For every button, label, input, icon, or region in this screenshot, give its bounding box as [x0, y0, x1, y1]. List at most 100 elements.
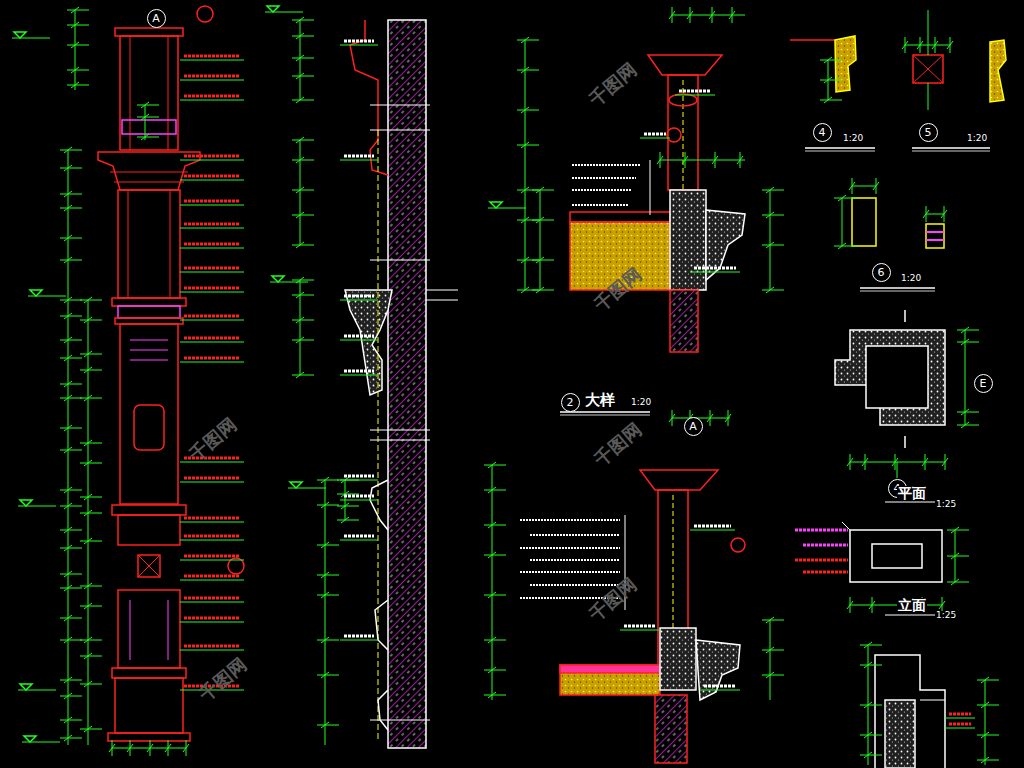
drafting-line	[530, 534, 620, 536]
drafting-line	[168, 740, 169, 756]
scale-text: 1:20	[966, 134, 988, 144]
drafting-line	[67, 45, 89, 46]
drafting-line	[60, 574, 82, 575]
drafting-line	[60, 450, 82, 451]
drafting-line	[60, 696, 82, 697]
drafting-line	[340, 500, 378, 501]
drafting-line	[60, 398, 82, 399]
profile-line	[378, 690, 388, 730]
drafting-line	[60, 588, 82, 589]
elevation-mark	[272, 276, 284, 282]
drafting-line	[292, 280, 314, 281]
drafting-line	[317, 640, 339, 641]
reference-circle: 6	[872, 263, 891, 282]
scale-text: 1:20	[630, 398, 652, 408]
drafting-line	[762, 675, 784, 676]
drafting-line	[949, 723, 971, 726]
panel-outline	[134, 405, 164, 450]
drafting-line	[67, 10, 89, 11]
drafting-line	[572, 204, 628, 206]
drafting-line	[68, 150, 69, 745]
drafting-line	[650, 160, 651, 215]
drafting-line	[945, 718, 975, 719]
drafting-line	[60, 316, 82, 317]
drafting-line	[805, 147, 875, 149]
drafting-line	[292, 215, 314, 216]
elevation-mark	[24, 736, 36, 742]
drafting-line	[977, 705, 999, 706]
drafting-line	[492, 465, 493, 700]
drafting-line	[80, 684, 102, 685]
drafting-line	[694, 525, 731, 528]
drafting-line	[137, 105, 159, 106]
drafting-line	[340, 45, 378, 46]
reference-circle: 2	[561, 393, 580, 412]
drafting-line	[572, 177, 636, 179]
drafting-line	[80, 398, 102, 399]
drafting-line	[265, 12, 303, 13]
scale-text: 1:25	[935, 500, 957, 510]
drafting-line	[180, 180, 244, 181]
drafting-line	[130, 360, 168, 361]
drafting-line	[292, 36, 314, 37]
drafting-line	[317, 545, 339, 546]
drafting-line	[540, 190, 541, 290]
drafting-line	[180, 248, 244, 249]
drafting-line	[80, 463, 102, 464]
drafting-line	[852, 186, 876, 187]
drafting-line	[426, 300, 458, 301]
watermark: 千图网	[585, 574, 641, 625]
drafting-line	[80, 443, 102, 444]
drafting-line	[110, 172, 188, 173]
drafting-line	[950, 37, 951, 53]
drafting-line	[928, 83, 929, 110]
profile-line	[375, 600, 388, 650]
drafting-line	[184, 200, 240, 203]
drafting-line	[852, 178, 853, 194]
drafting-line	[913, 55, 943, 83]
drafting-line	[128, 190, 129, 298]
drafting-line	[184, 477, 240, 480]
drafting-line	[60, 260, 82, 261]
drafting-line	[344, 475, 374, 478]
drafting-line	[732, 7, 733, 23]
drafting-line	[949, 713, 971, 716]
drafting-line	[484, 490, 506, 491]
drafting-line	[80, 729, 102, 730]
drafting-line	[977, 760, 999, 761]
drafting-line	[770, 620, 771, 700]
drafting-line	[865, 454, 866, 470]
drafting-line	[184, 175, 240, 178]
drafting-line	[184, 645, 240, 648]
drafting-line	[18, 690, 56, 691]
view-title: 平面	[897, 486, 927, 501]
drafting-line	[60, 618, 82, 619]
drafting-line	[484, 670, 506, 671]
drafting-line	[795, 559, 848, 562]
drafting-line	[67, 25, 89, 26]
drafting-line	[180, 205, 244, 206]
drafting-line	[790, 39, 835, 41]
elevation-mark	[290, 482, 302, 488]
drafting-line	[184, 95, 240, 98]
molding-detail	[835, 36, 856, 92]
drafting-line	[947, 556, 969, 557]
drafting-line	[60, 358, 82, 359]
outline-rect	[926, 224, 944, 248]
drafting-line	[484, 595, 506, 596]
outline-rect	[112, 298, 186, 306]
drafting-line	[80, 541, 102, 542]
drafting-line	[850, 597, 851, 613]
drafting-line	[672, 410, 673, 426]
drafting-line	[834, 198, 856, 199]
drafting-line	[80, 320, 102, 321]
drafting-line	[112, 740, 113, 756]
drafting-line	[957, 425, 979, 426]
drafting-line	[28, 296, 66, 297]
drafting-line	[292, 245, 314, 246]
drafting-line	[860, 665, 882, 666]
drafting-line	[926, 206, 927, 222]
drafting-line	[184, 223, 240, 226]
drafting-line	[520, 571, 620, 573]
